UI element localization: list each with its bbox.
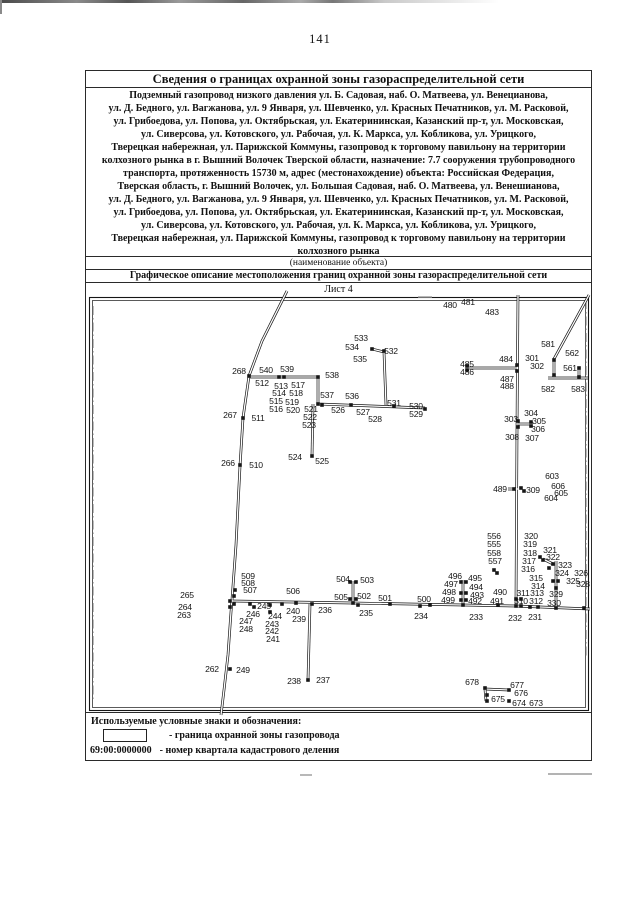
scan-artifact-left [0,0,2,14]
boundary-symbol-icon [103,729,147,742]
legend-item-quarter: 69:00:0000000 - номер квартала кадастров… [86,743,591,757]
document-table: Сведения о границах охранной зоны газора… [85,70,592,761]
object-description: Подземный газопровод низкого давления ул… [86,88,591,257]
object-name-caption: (наименование объекта) [86,257,591,270]
quarter-label: - номер квартала кадастрового деления [159,744,340,756]
legend-heading: Используемые условные знаки и обозначени… [91,716,302,727]
legend-item-boundary: - граница охранной зоны газопровода [86,728,591,743]
document-title: Сведения о границах охранной зоны газора… [86,71,591,88]
page-number: 141 [309,32,331,46]
quarter-code: 69:00:0000000 [90,744,152,756]
legend: Используемые условные знаки и обозначени… [86,713,591,761]
map-area [86,297,591,713]
boundary-label: - граница охранной зоны газопровода [169,730,340,741]
scan-artifact-top [0,0,640,3]
graphic-description-caption: Графическое описание местоположения гран… [86,270,591,283]
sheet-label: Лист 4 [324,284,353,295]
